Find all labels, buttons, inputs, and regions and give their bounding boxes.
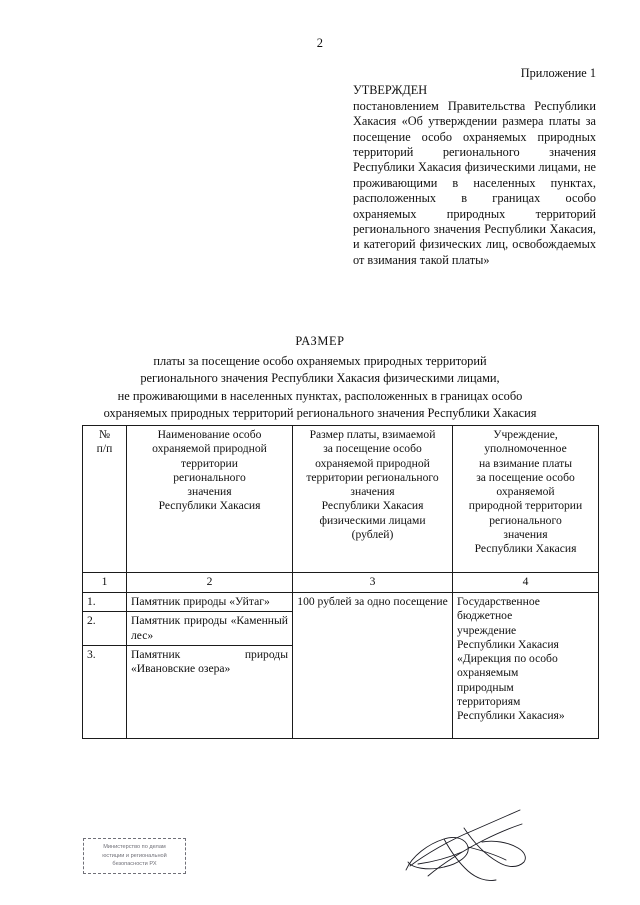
column-number: 3 <box>292 572 453 593</box>
header-line: охраняемой <box>496 485 555 499</box>
table-header-organization: Учреждение, уполномоченное на взимание п… <box>452 425 599 573</box>
organization-line: Государственное <box>457 595 540 608</box>
fee-table: № п/п Наименование особо охраняемой прир… <box>82 425 599 739</box>
title-subtitle: платы за посещение особо охраняемых прир… <box>30 353 610 423</box>
table-row: 3. Памятник природы «Ивановские озера» <box>82 644 599 739</box>
header-line: охраняемой природной <box>152 442 267 456</box>
page-number: 2 <box>316 36 324 50</box>
header-line: регионального <box>173 470 246 484</box>
organization-line: природным <box>457 680 514 694</box>
header-line: Республики Хакасия <box>321 499 424 513</box>
approved-keyword: УТВЕРЖДЕН <box>353 83 428 98</box>
table-column-numbering-row: 1 2 3 4 <box>82 572 599 593</box>
document-title-block: РАЗМЕР платы за посещение особо охраняем… <box>30 333 610 423</box>
header-line: Размер платы, взимаемой <box>309 428 436 441</box>
header-line: Учреждение, <box>493 428 558 441</box>
header-line: Республики Хакасия <box>474 542 577 556</box>
header-line: на взимание платы <box>478 456 573 470</box>
header-line: территории регионального <box>306 470 439 484</box>
header-line: п/п <box>96 442 113 456</box>
approval-block: Приложение 1 УТВЕРЖДЕН постановлением Пр… <box>353 66 596 268</box>
authorized-organization: Государственное бюджетное учреждение Рес… <box>452 592 599 739</box>
header-line: значения <box>187 485 232 499</box>
organization-line: бюджетное <box>457 609 513 623</box>
title-line: регионального значения Республики Хакаси… <box>140 371 500 385</box>
handwritten-signature <box>405 809 526 881</box>
organization-line: охраняемым <box>457 666 519 680</box>
header-line: значения <box>350 485 395 499</box>
header-line: природной территории <box>468 499 583 513</box>
header-line: территории <box>181 456 238 470</box>
header-line: Наименование особо <box>157 428 262 441</box>
organization-line: учреждение <box>457 623 517 637</box>
header-line: регионального <box>489 513 562 527</box>
fee-amount: 100 рублей за одно посещение <box>292 592 453 739</box>
organization-line: Республики Хакасия» <box>457 709 565 723</box>
territory-name: Памятник природы «Каменный лес» <box>126 611 293 646</box>
organization-line: Республики Хакасия <box>457 637 559 651</box>
stamp-line: юстиции и региональной <box>102 852 167 859</box>
approval-reference-text: постановлением Правительства Республики … <box>353 98 596 267</box>
title-line: не проживающими в населенных пунктах, ра… <box>117 388 523 403</box>
stamp-line: безопасности РХ <box>112 861 157 868</box>
header-line: № <box>98 428 111 441</box>
page-title: РАЗМЕР <box>295 334 345 348</box>
row-index: 1. <box>82 591 127 613</box>
header-line: Республики Хакасия <box>158 499 261 513</box>
header-line: охраняемой природной <box>315 456 430 470</box>
organization-line: «Дирекция по особо <box>457 652 558 666</box>
territory-name: Памятник природы «Уйтаг» <box>126 591 293 613</box>
column-number: 4 <box>452 572 599 593</box>
table-row: 1. Памятник природы «Уйтаг» 100 рублей з… <box>82 591 599 739</box>
header-line: значения <box>503 528 548 542</box>
table-header-fee-amount: Размер платы, взимаемой за посещение осо… <box>292 425 453 573</box>
header-line: физическими лицами <box>319 513 426 527</box>
ministry-stamp: Министерство по делам юстиции и регионал… <box>83 838 186 874</box>
column-number: 2 <box>126 572 293 593</box>
header-line: за посещение особо <box>323 442 422 456</box>
organization-line: территориям <box>457 695 521 709</box>
header-line: (рублей) <box>351 528 394 542</box>
row-index: 2. <box>82 611 127 646</box>
stamp-line: Министерство по делам <box>103 844 166 851</box>
header-line: уполномоченное <box>484 442 567 456</box>
row-index: 3. <box>82 644 127 739</box>
title-line: охраняемых природных территорий регионал… <box>103 406 537 420</box>
table-header-row: № п/п Наименование особо охраняемой прир… <box>82 425 599 573</box>
table-header-number: № п/п <box>82 425 127 573</box>
header-line: за посещение особо <box>476 470 575 484</box>
territory-name: Памятник природы «Ивановские озера» <box>126 644 293 739</box>
appendix-label: Приложение 1 <box>520 66 596 80</box>
table-header-territory-name: Наименование особо охраняемой природной … <box>126 425 293 573</box>
column-number: 1 <box>82 572 127 593</box>
title-line: платы за посещение особо охраняемых прир… <box>153 353 487 368</box>
